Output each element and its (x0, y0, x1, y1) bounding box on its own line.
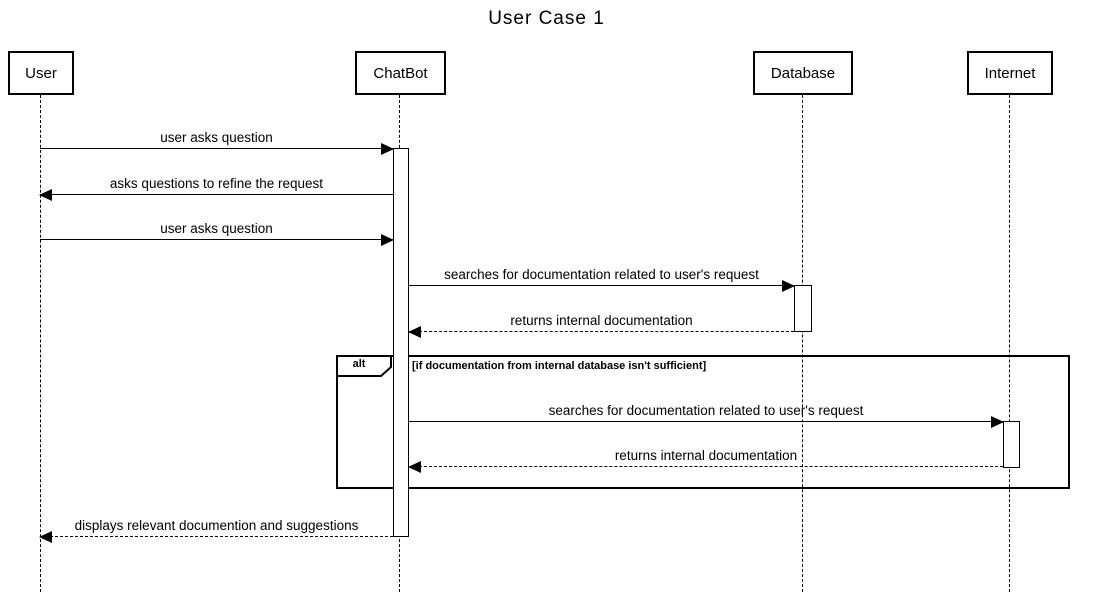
arrowhead-left-icon (39, 188, 52, 201)
alt-operator-label: alt (352, 358, 366, 370)
participant-label: Database (770, 64, 836, 82)
message-returns-internal-documentation-internet: returns internal documentation (408, 448, 1003, 473)
alt-pentagon-shape (336, 355, 392, 377)
participant-box-user: User (8, 51, 74, 95)
arrowhead-left-icon (39, 530, 52, 543)
participant-box-internet: Internet (967, 51, 1053, 95)
message-displays-relevant-documention: displays relevant documention and sugges… (39, 518, 393, 543)
participant-box-database: Database (753, 51, 853, 95)
message-label: user asks question (160, 221, 273, 236)
message-returns-internal-documentation-database: returns internal documentation (408, 313, 794, 338)
activation-bar-internet (1003, 421, 1020, 468)
message-label: displays relevant documention and sugges… (74, 518, 359, 533)
diagram-title: User Case 1 (488, 8, 605, 29)
alt-condition-label: [if documentation from internal database… (412, 360, 707, 372)
message-label: searches for documentation related to us… (548, 403, 864, 418)
message-label: searches for documentation related to us… (444, 267, 759, 282)
arrowhead-right-icon (381, 233, 394, 246)
message-asks-questions-to-refine: asks questions to refine the request (39, 176, 393, 201)
alt-fragment-label: alt (336, 355, 394, 378)
alt-fragment: alt [if documentation from internal data… (336, 355, 1070, 489)
participant-label: ChatBot (373, 64, 428, 82)
participant-box-chatbot: ChatBot (355, 51, 446, 95)
arrowhead-right-icon (381, 142, 394, 155)
message-searches-documentation-internet: searches for documentation related to us… (409, 403, 1004, 428)
activation-bar-chatbot (393, 148, 409, 537)
message-label: user asks question (160, 130, 273, 145)
activation-bar-database (794, 285, 812, 332)
message-searches-documentation-database: searches for documentation related to us… (409, 267, 795, 292)
message-label: returns internal documentation (510, 313, 693, 328)
message-label: returns internal documentation (614, 448, 798, 463)
arrowhead-right-icon (782, 279, 795, 292)
participant-label: Internet (984, 64, 1036, 82)
participant-label: User (25, 64, 57, 82)
arrowhead-right-icon (991, 415, 1004, 428)
lifeline-internet (1009, 95, 1010, 592)
message-label: asks questions to refine the request (109, 176, 324, 191)
lifeline-user (40, 95, 41, 592)
message-user-asks-question-2: user asks question (40, 221, 394, 246)
message-user-asks-question-1: user asks question (40, 130, 394, 155)
arrowhead-left-icon (408, 460, 421, 473)
arrowhead-left-icon (408, 325, 421, 338)
lifeline-database (802, 95, 803, 592)
